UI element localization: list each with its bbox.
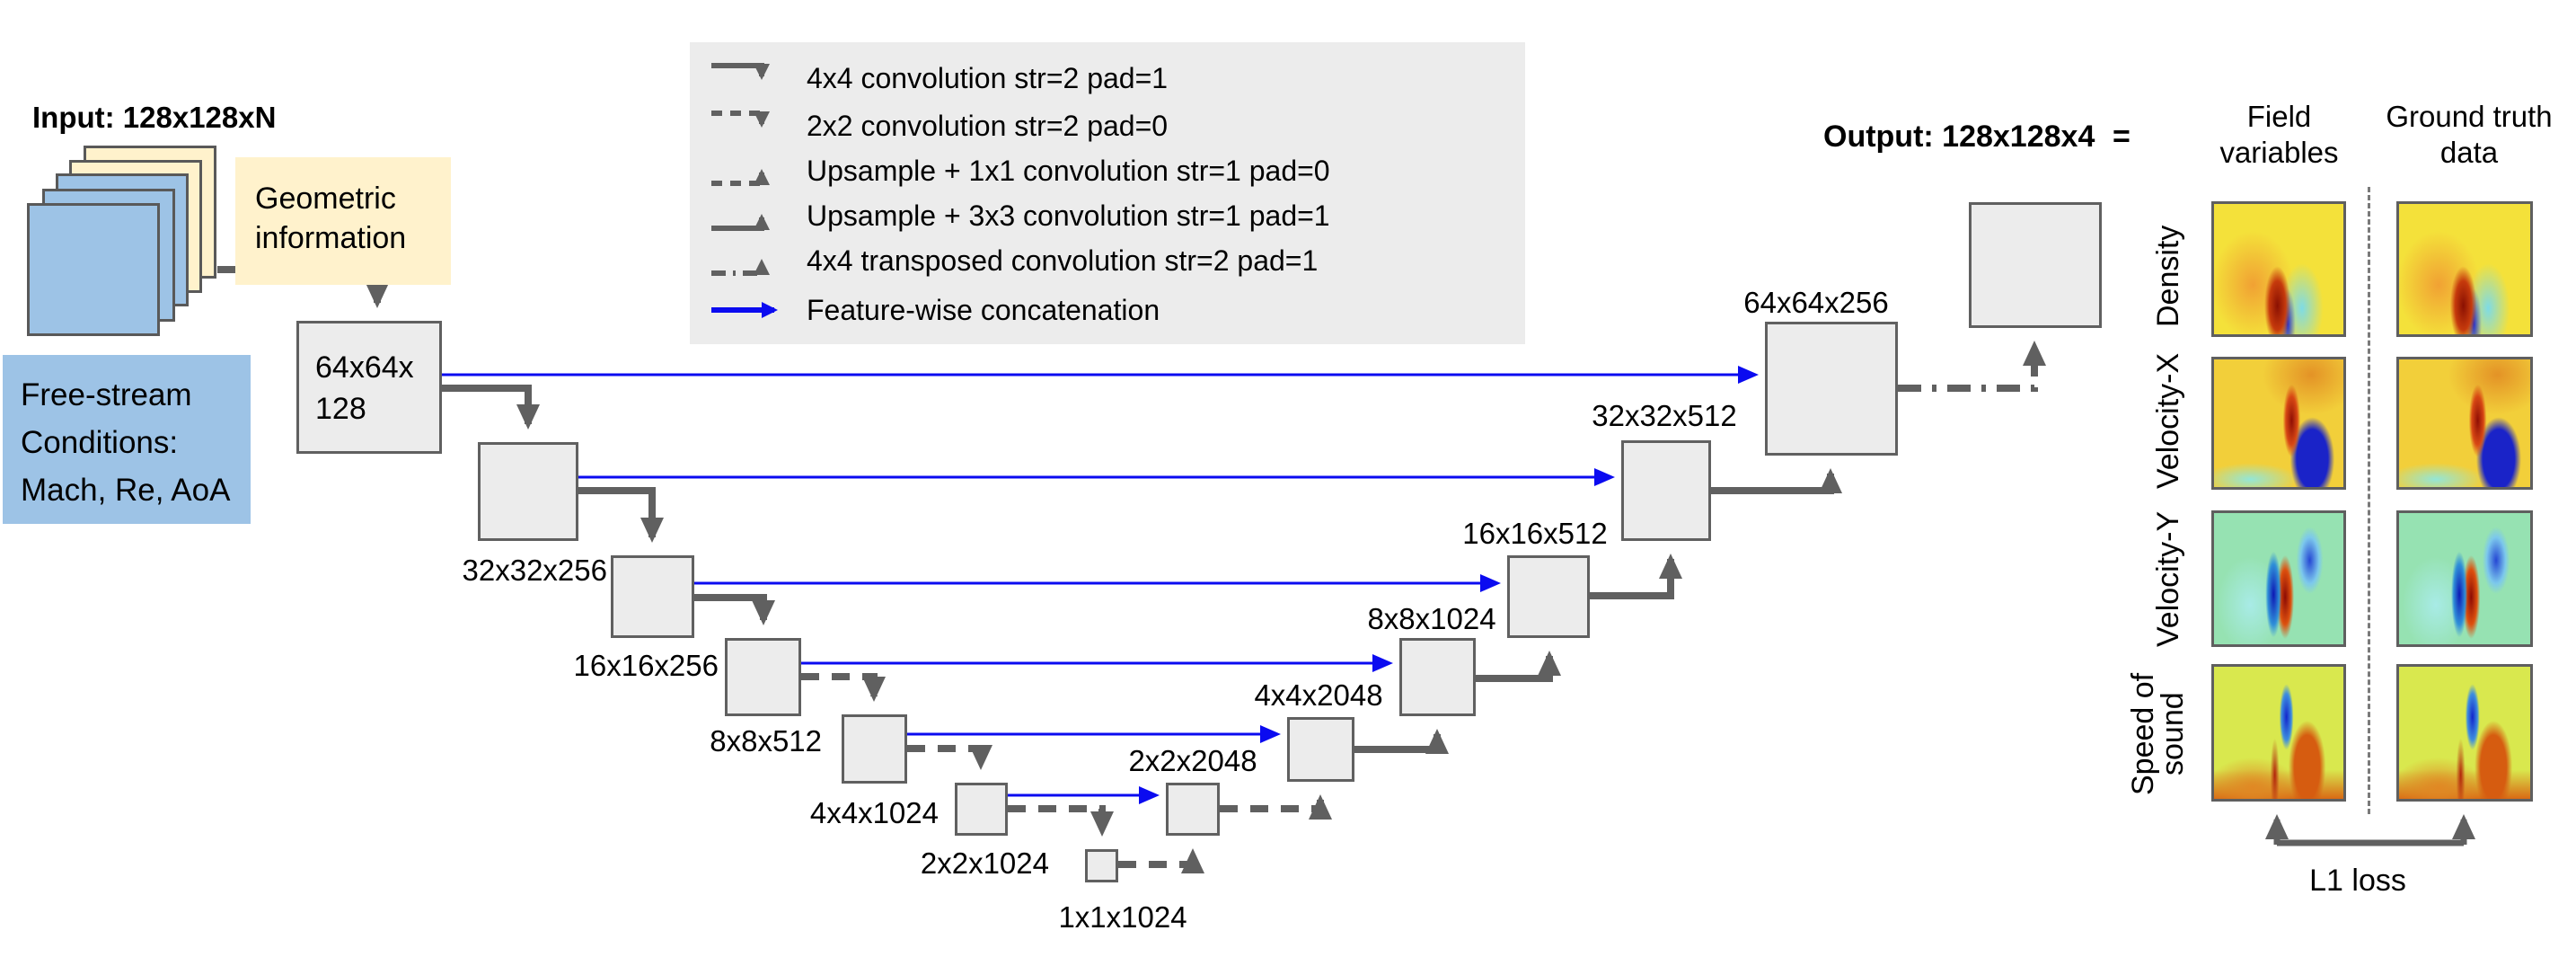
legend-item: 4x4 transposed convolution str=2 pad=1 [690,239,1525,282]
legend-item-label: Feature-wise concatenation [807,294,1160,326]
legend-item: Upsample + 1x1 convolution str=1 pad=0 [690,149,1525,192]
legend-item-label: Upsample + 3x3 convolution str=1 pad=1 [807,199,1330,232]
upsample3x3-arrow-1 [1354,729,1449,754]
heatmap-velocity-x-prediction [2211,357,2346,490]
label-dec-8x8x1024: 8x8x1024 [1367,602,1496,635]
output-equals-sign: = [2113,120,2130,154]
block-enc-4x4x1024 [842,714,907,784]
legend-item-label: Upsample + 1x1 convolution str=1 pad=0 [807,155,1330,187]
column-header-field-variables: Field variables [2219,100,2339,169]
input-channel-square [27,203,160,336]
output-title: Output: 128x128x4 [1823,120,2095,154]
row-label-velocity-x: Velocity-X [2151,352,2185,489]
heatmap-speed-of-sound-prediction [2211,664,2346,802]
row-label-speed-of-sound: Speed of sound [2126,672,2190,796]
conv2x2-arrow-2 [907,745,992,770]
heatmap-velocity-y-prediction [2211,510,2346,647]
legend-box: 4x4 convolution str=2 pad=1 2x2 convolut… [690,42,1525,344]
label-enc-32x32x256: 32x32x256 [462,554,607,587]
row-label-velocity-y: Velocity-Y [2151,510,2185,647]
heatmap-velocity-y-ground-truth [2396,510,2533,647]
conv2x2-arrow-3 [1008,805,1114,837]
block-dec-4x4x2048 [1287,717,1354,782]
block-dec-64x64x256 [1765,322,1898,456]
label-enc-8x8x512: 8x8x512 [710,724,822,758]
label-dec-64x64x256: 64x64x256 [1743,286,1889,319]
conv4x4-arrow-1 [442,385,540,430]
heatmap-velocity-x-ground-truth [2396,357,2533,490]
block-dec-16x16x512 [1507,555,1590,638]
dashdot-elbow-up-arrow-icon [711,259,770,276]
solid-elbow-up-arrow-icon [711,214,770,231]
upsample1x1-arrow-1 [1118,848,1204,873]
upsample3x3-arrow-3 [1590,554,1682,599]
prediction-vs-truth-divider [2368,187,2370,814]
label-dec-2x2x2048: 2x2x2048 [1128,744,1257,777]
conv4x4-arrow-3 [694,594,775,625]
transposed-conv-arrow [1898,341,2046,392]
upsample1x1-arrow-2 [1220,794,1332,820]
column-header-ground-truth: Ground truth data [2386,100,2553,169]
block-enc-64x64x128: 64x64x 128 [296,321,442,454]
block-enc-2x2x1024 [955,783,1008,836]
block-label: 64x64x 128 [315,350,414,426]
block-dec-2x2x2048 [1166,783,1220,836]
geometric-information-label: Geometric information [255,182,407,255]
block-output-128x128x4 [1969,202,2102,328]
block-enc-16x16x256 [611,555,694,638]
freestream-conditions-box: Free-stream Conditions: Mach, Re, AoA [3,355,251,524]
label-dec-32x32x512: 32x32x512 [1592,399,1737,432]
label-dec-16x16x512: 16x16x512 [1462,517,1608,550]
heatmap-density-ground-truth [2396,201,2533,337]
block-bottleneck-1x1x1024 [1085,849,1118,882]
label-dec-4x4x2048: 4x4x2048 [1254,678,1383,712]
row-label-density: Density [2151,225,2185,327]
solid-elbow-down-arrow-icon [711,63,770,80]
legend-item: Feature-wise concatenation [690,288,1525,332]
legend-item-label: 4x4 convolution str=2 pad=1 [807,62,1169,94]
heatmap-speed-of-sound-ground-truth [2396,664,2533,802]
blue-right-arrow-icon [711,302,778,318]
conv2x2-arrow-1 [801,673,886,702]
dashed-elbow-down-arrow-icon [711,111,770,128]
conv4x4-arrow-2 [578,487,664,543]
upsample3x3-arrow-2 [1476,651,1561,682]
dashed-elbow-up-arrow-icon [711,169,770,186]
label-bottleneck-1x1x1024: 1x1x1024 [1058,900,1187,934]
block-dec-32x32x512 [1621,440,1711,541]
l1-loss-label: L1 loss [2309,864,2406,898]
label-enc-2x2x1024: 2x2x1024 [920,846,1049,880]
legend-item-label: 4x4 transposed convolution str=2 pad=1 [807,244,1319,277]
legend-item: 2x2 convolution str=2 pad=0 [690,104,1525,147]
heatmap-density-prediction [2211,201,2346,337]
legend-item-label: 2x2 convolution str=2 pad=0 [807,110,1169,142]
freestream-conditions-label: Free-stream Conditions: Mach, Re, AoA [21,377,231,508]
geometric-information-box: Geometric information [235,157,451,285]
label-enc-4x4x1024: 4x4x1024 [809,796,939,829]
legend-item: Upsample + 3x3 convolution str=1 pad=1 [690,194,1525,237]
upsample3x3-arrow-4 [1711,468,1842,494]
block-enc-8x8x512 [725,638,801,716]
block-dec-8x8x1024 [1399,638,1476,716]
label-enc-16x16x256: 16x16x256 [573,649,719,682]
legend-item: 4x4 convolution str=2 pad=1 [690,57,1525,100]
block-enc-32x32x256 [478,442,578,541]
input-title: Input: 128x128xN [32,101,277,134]
